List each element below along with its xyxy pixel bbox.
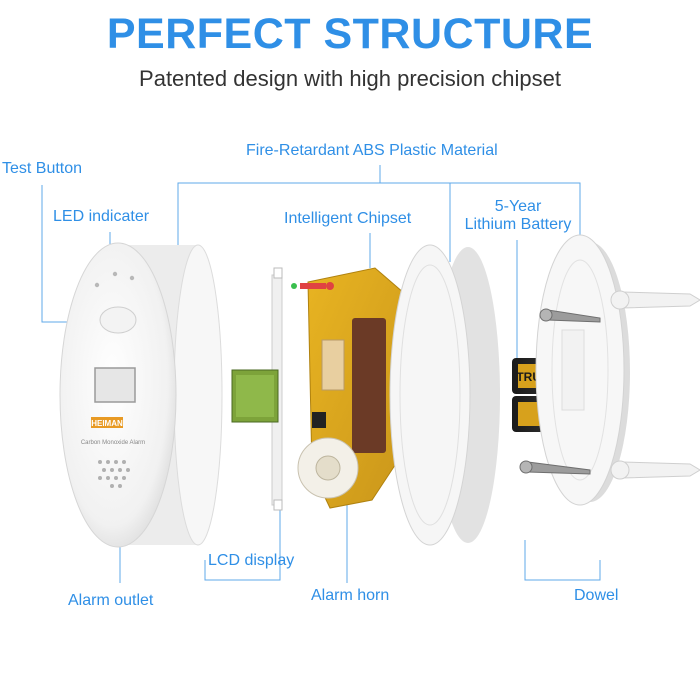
leader-fire-retardant: [177, 182, 581, 262]
alarm-led-icon: [112, 271, 118, 277]
label-alarm-outlet: Alarm outlet: [68, 592, 154, 609]
label-battery-line2: Lithium Battery: [464, 216, 572, 233]
label-intelligent-chipset: Intelligent Chipset: [284, 210, 412, 227]
page-title: PERFECT STRUCTURE: [106, 10, 594, 58]
brand-logo: [91, 417, 123, 428]
pcb-chipset: [291, 267, 413, 509]
label-battery-line1: 5-Year: [494, 198, 542, 215]
sound-holes-icon: [98, 460, 130, 488]
middle-housing: [389, 244, 500, 546]
label-dowel: Dowel: [574, 587, 619, 604]
brand-logo-text: HEIMAN: [91, 419, 123, 428]
model-text: Carbon Monoxide Alarm: [81, 440, 145, 446]
screws: [519, 308, 601, 475]
test-button-icon[interactable]: [99, 306, 137, 334]
power-led-icon: [94, 282, 100, 288]
lcd-window: [94, 367, 136, 403]
page-subtitle: Patented design with high precision chip…: [139, 66, 561, 91]
lcd-module: [231, 267, 283, 511]
label-battery: 5-Year Lithium Battery: [458, 198, 578, 234]
label-alarm-horn: Alarm horn: [311, 587, 390, 604]
base-plate: [535, 234, 630, 506]
fault-led-icon: [129, 275, 135, 281]
leader-lines: [41, 165, 601, 583]
leader-lcd: [204, 480, 281, 581]
dowels: [610, 290, 700, 480]
label-lcd-display: LCD display: [208, 552, 295, 569]
label-test-button: Test Button: [2, 160, 83, 177]
label-fire-retardant: Fire-Retardant ABS Plastic Material: [246, 142, 498, 159]
front-cover: HEIMAN Carbon Monoxide Alarm: [59, 242, 223, 548]
leader-dowel: [524, 540, 601, 581]
label-led-indicator: LED indicater: [53, 208, 150, 225]
